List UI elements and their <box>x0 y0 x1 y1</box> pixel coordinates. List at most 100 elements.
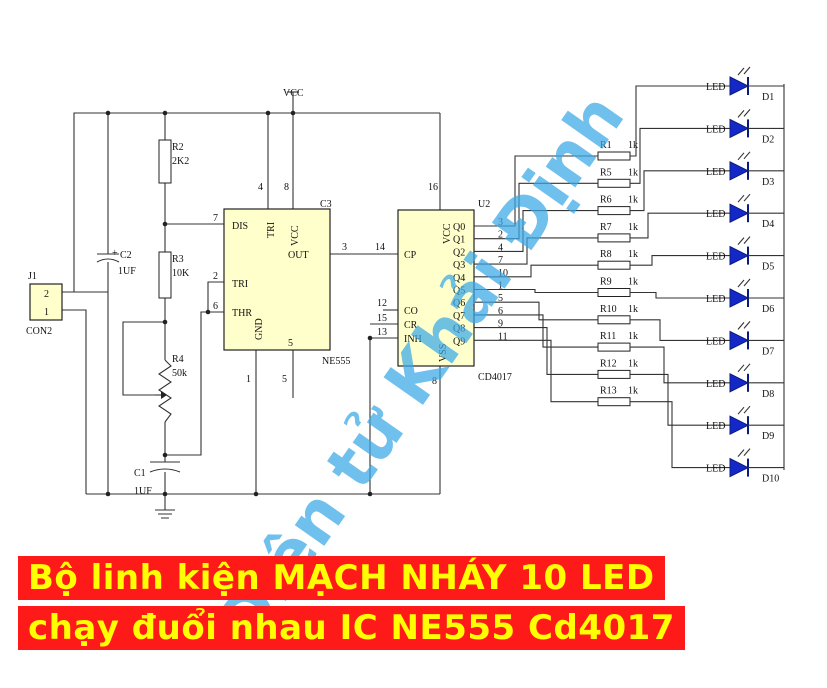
pin-number: 2 <box>213 271 218 282</box>
pin-label-cp: CP <box>404 250 417 261</box>
vcc-label: VCC <box>283 88 304 99</box>
series-resistor <box>597 397 631 407</box>
q-wire <box>474 339 598 403</box>
led-diode <box>729 76 750 96</box>
pin-label-inh: INH <box>404 334 422 345</box>
led-wire <box>630 319 730 341</box>
led-diode <box>729 288 750 308</box>
pin-number: 8 <box>284 182 289 193</box>
resistor-value: 1k <box>628 249 638 260</box>
r3-value: 10K <box>172 268 190 279</box>
led-light-rays <box>737 236 751 245</box>
led-light-rays <box>737 278 751 288</box>
led-ref: D9 <box>762 431 774 442</box>
led-ref: D1 <box>762 92 774 103</box>
led-label: LED <box>706 209 725 220</box>
capacitor-c2: + C2 1UF <box>112 248 136 277</box>
chip-name-ne555: NE555 <box>322 356 350 367</box>
pin-number: 15 <box>377 313 387 324</box>
led-ref: D6 <box>762 304 774 315</box>
led-label: LED <box>706 167 725 178</box>
q-wire <box>474 301 598 321</box>
q-pin-number: 2 <box>498 230 503 241</box>
series-resistor <box>597 315 631 325</box>
led-label: LED <box>706 124 725 135</box>
resistor-value: 1k <box>628 331 638 342</box>
ref-r3: R3 <box>172 254 184 265</box>
q-pin-number: 11 <box>498 331 508 342</box>
potentiometer-r4: R4 50k <box>155 354 187 423</box>
led-ref: D8 <box>762 389 774 400</box>
q-pin-number: 6 <box>498 306 503 317</box>
series-resistor <box>597 288 631 297</box>
led-wire <box>630 127 730 184</box>
connector-pin-label: 2 <box>44 289 49 300</box>
q-wire <box>474 264 598 278</box>
ref-u2: U2 <box>478 199 490 210</box>
led-diode <box>729 457 750 478</box>
resistor-ref: R12 <box>600 358 617 369</box>
series-resistor <box>597 369 631 379</box>
led-label: LED <box>706 421 725 432</box>
cd4017-chip: VCC CP CO CR INH VSS 16 14 12 15 13 8 U2… <box>375 182 512 387</box>
led-label: LED <box>706 336 725 347</box>
q-pin-number: 7 <box>498 255 503 266</box>
pin-label-thr: THR <box>232 308 252 319</box>
c2-value: 1UF <box>118 266 136 277</box>
ref-r4: R4 <box>172 354 184 365</box>
q-output-label: Q6 <box>453 298 465 309</box>
ref-c2: C2 <box>120 250 132 261</box>
resistor-value: 1k <box>628 304 638 315</box>
pin-label-tri-top: TRI <box>266 222 277 238</box>
q-output-label: Q5 <box>453 286 465 297</box>
pin-number: 14 <box>375 242 385 253</box>
pin-number: 13 <box>377 327 387 338</box>
resistor-value: 1k <box>628 195 638 206</box>
pin-label-vss: VSS <box>438 344 449 362</box>
ref-j1: J1 <box>28 271 37 282</box>
q-wire <box>474 327 598 375</box>
resistor-ref: R9 <box>600 277 612 288</box>
series-resistor <box>597 178 631 188</box>
resistor-value: 1k <box>628 222 638 233</box>
pin-label-vcc-4017: VCC <box>442 223 453 244</box>
q-wire <box>474 182 598 240</box>
pin-label-tri: TRI <box>232 279 248 290</box>
led-ref: D3 <box>762 177 774 188</box>
r2-value: 2K2 <box>172 156 189 167</box>
ref-c1: C1 <box>134 468 146 479</box>
pin-number: 3 <box>342 242 347 253</box>
pin-number: 5 <box>282 374 287 385</box>
q-pin-number: 5 <box>498 293 503 304</box>
led-diode <box>729 118 750 139</box>
pin-label-out: OUT <box>288 250 309 261</box>
resistor-ref: R11 <box>600 331 616 342</box>
resistor-ref: R1 <box>600 140 612 151</box>
led-label: LED <box>706 82 725 93</box>
resistor-value: 1k <box>628 358 638 369</box>
resistor-ref: R8 <box>600 249 612 260</box>
led-light-rays <box>737 363 751 373</box>
resistor-ref: R13 <box>600 386 617 397</box>
q-pin-number: 3 <box>498 217 503 228</box>
c2-plus: + <box>112 248 118 259</box>
q-pin-number: 1 <box>498 281 503 292</box>
led-light-rays <box>737 66 751 76</box>
title-banner-line-1: Bộ linh kiện MẠCH NHÁY 10 LED <box>18 556 665 600</box>
q-pin-number: 4 <box>498 242 503 253</box>
pin-label-dis: DIS <box>232 221 248 232</box>
resistor-value: 1k <box>628 277 638 288</box>
series-resistor <box>597 342 631 352</box>
pin-number: 7 <box>213 213 218 224</box>
r4-value: 50k <box>172 368 187 379</box>
led-wire <box>630 255 730 266</box>
led-ref: D10 <box>762 474 779 485</box>
q-output-label: Q4 <box>453 273 465 284</box>
led-wire <box>630 401 730 469</box>
c1-value: 1UF <box>134 486 152 497</box>
led-wire <box>630 291 730 299</box>
led-light-rays <box>737 448 751 457</box>
led-wire <box>630 373 730 426</box>
